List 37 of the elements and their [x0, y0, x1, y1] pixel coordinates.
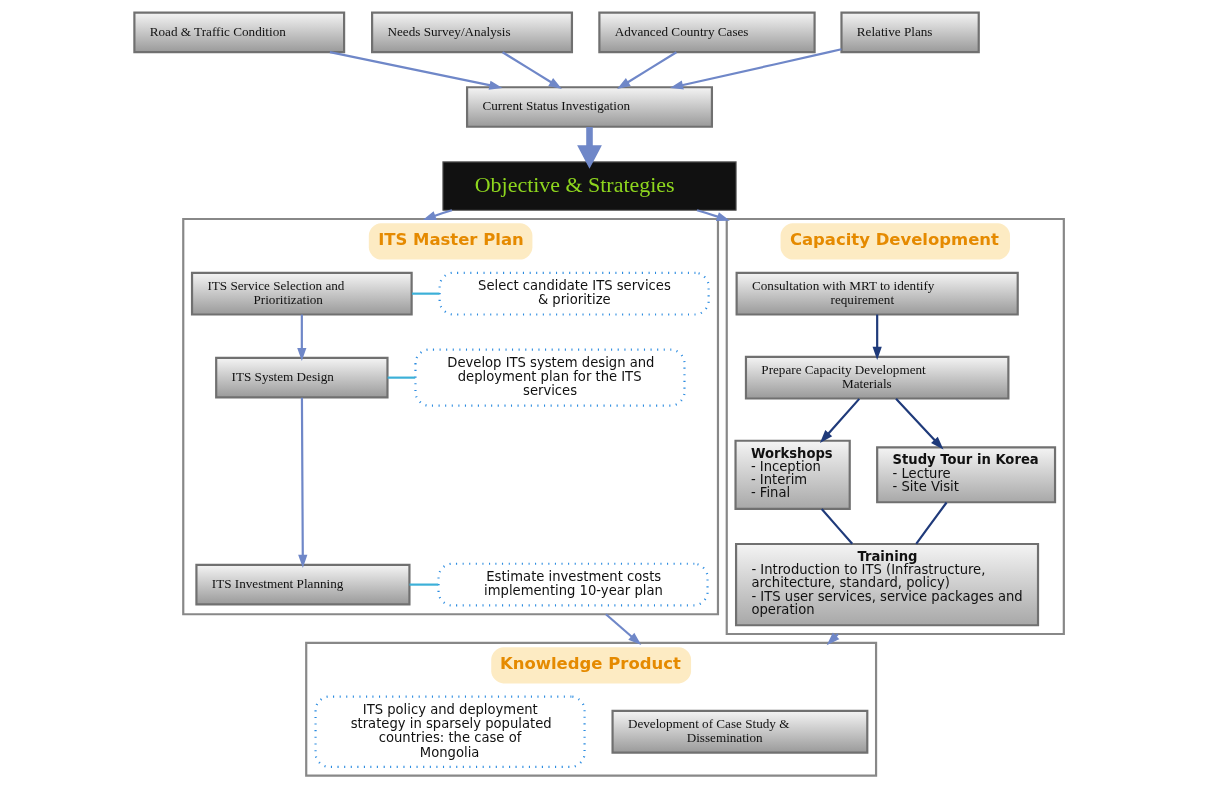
- arrow: [617, 51, 677, 89]
- node-box: Development of Case Study & Dissemination: [611, 709, 869, 754]
- node-box: ITS Service Selection and Prioritization: [190, 271, 413, 316]
- node-box: Objective & Strategies: [442, 161, 737, 211]
- arrow: [329, 51, 503, 90]
- arrow: [696, 209, 730, 221]
- node-box: Select candidate ITS services & prioritize: [438, 271, 710, 316]
- node-box: Develop ITS system design and deployment plan for the ITS services: [414, 348, 686, 407]
- arrow: [298, 397, 308, 568]
- arrow: [895, 398, 944, 450]
- arrow: [577, 127, 602, 169]
- node-box: Workshops - Inception - Interim - Final: [734, 439, 851, 510]
- arrow: [605, 613, 642, 645]
- arrow: [297, 314, 307, 362]
- node-box: Needs Survey/Analysis: [371, 11, 574, 54]
- connector: [915, 501, 948, 545]
- connector: [411, 292, 440, 295]
- arrow: [422, 209, 453, 221]
- node-box: Road & Traffic Condition: [133, 11, 346, 54]
- node-box: Prepare Capacity Development Materials: [744, 355, 1010, 400]
- node-box: Study Tour in Korea - Lecture - Site Visit: [876, 446, 1057, 504]
- node-box: Relative Plans: [840, 11, 980, 54]
- node-box: ITS Investment Planning: [195, 563, 411, 606]
- arrow: [872, 314, 882, 360]
- connector: [820, 508, 854, 545]
- connector: [409, 583, 439, 586]
- node-box: Training - Introduction to ITS (Infrastructure, architecture, standard, policy) - ITS user services, service packages and operation: [735, 542, 1040, 627]
- node-box: Estimate investment costs implementing 10-year plan: [437, 562, 709, 607]
- node-box: ITS policy and deployment strategy in sparsely populated countries: the case of Mongolia: [314, 695, 586, 768]
- connector: [387, 376, 416, 379]
- node-box: Consultation with MRT to identify requirement: [735, 271, 1019, 316]
- arrow: [669, 48, 842, 90]
- arrow: [819, 398, 861, 443]
- node-box: Advanced Country Cases: [598, 11, 816, 54]
- arrow: [502, 51, 562, 89]
- node-box: ITS System Design: [215, 356, 389, 399]
- node-box: Current Status Investigation: [465, 86, 713, 128]
